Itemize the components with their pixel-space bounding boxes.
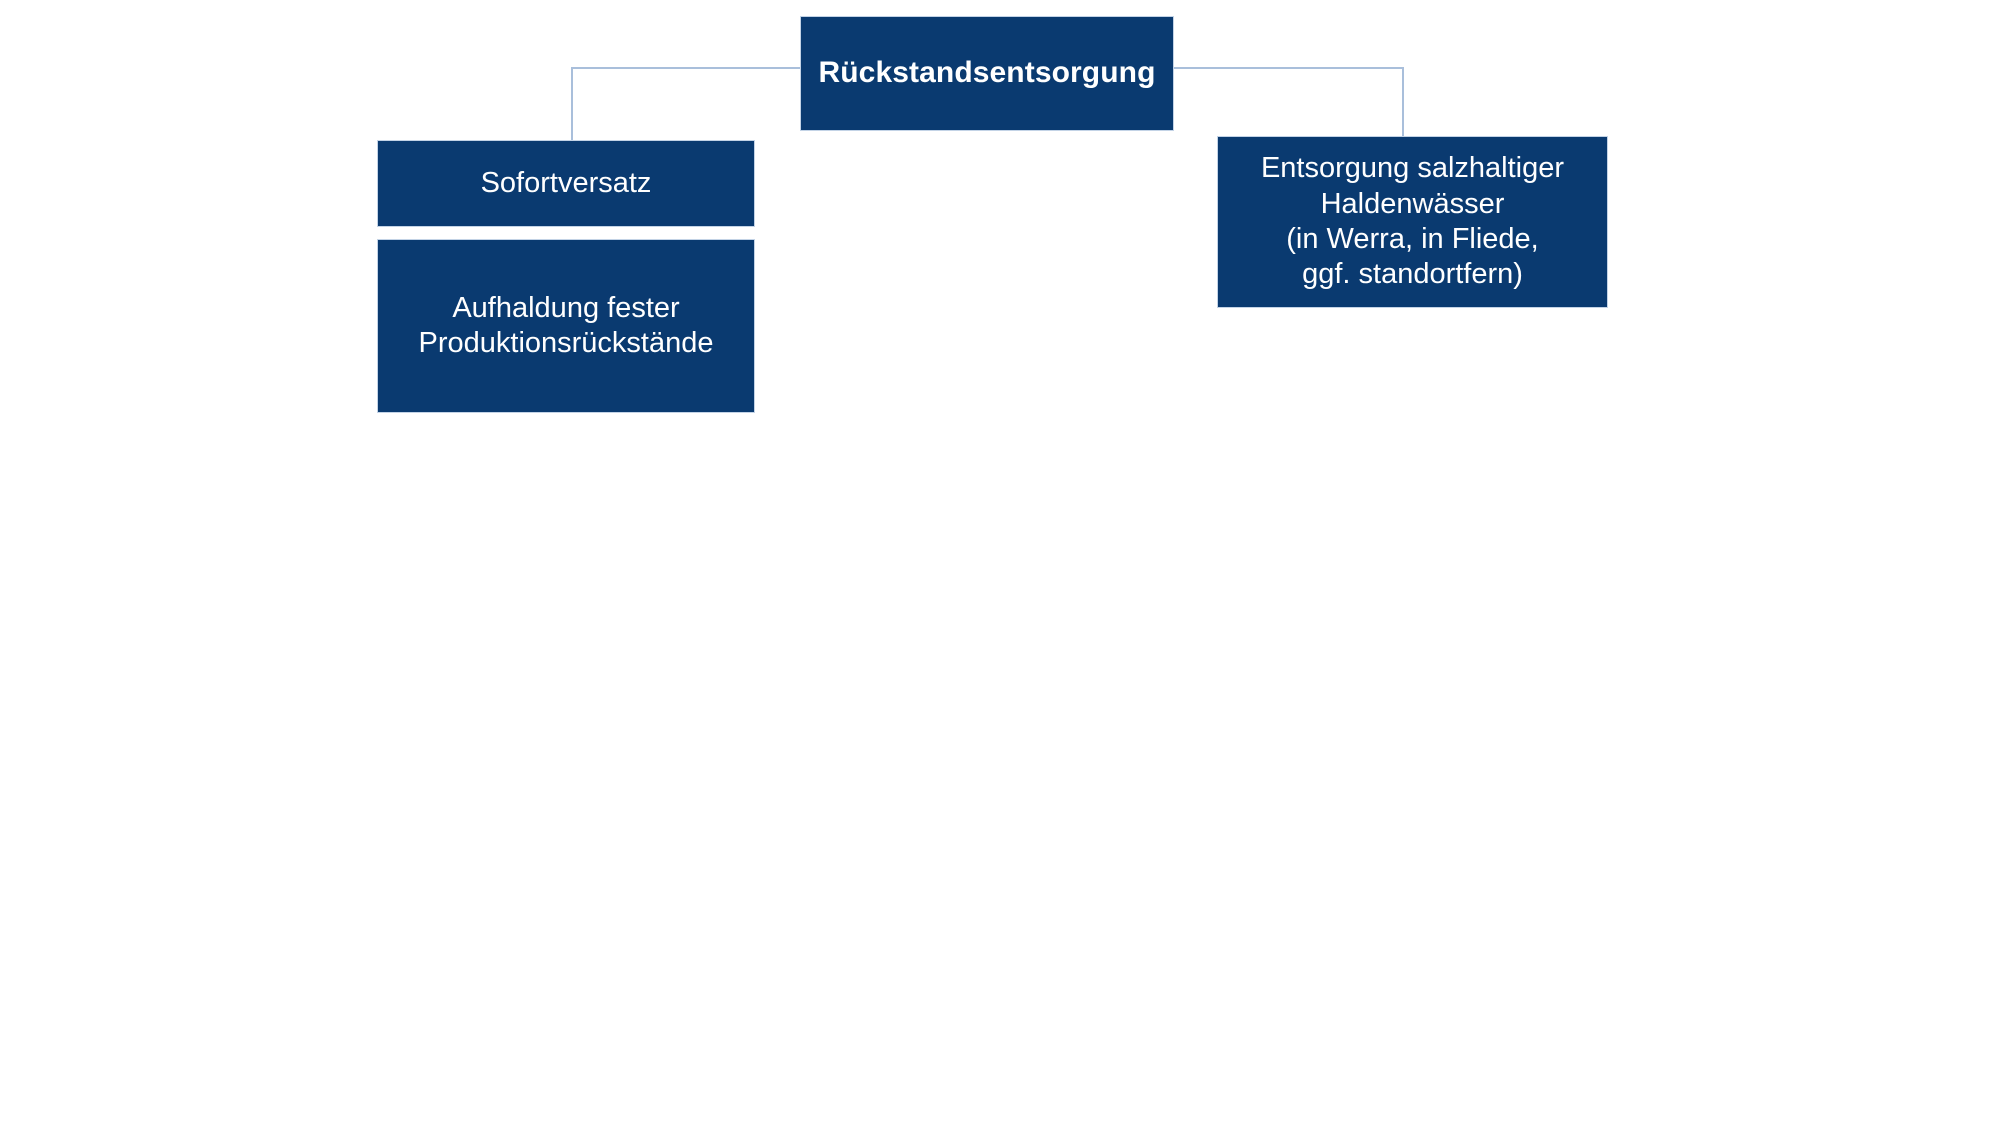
node-sofortversatz-label: Sofortversatz (480, 166, 652, 199)
node-aufhaldung-fester-produktionsrueckstaende[interactable]: Aufhaldung fester Produktionsrückstände (377, 239, 755, 413)
node-rueckstandsentsorgung-label: Rückstandsentsorgung (818, 56, 1156, 90)
connector-vertical-right-branch (1402, 67, 1404, 137)
node-aufhaldung-label: Aufhaldung fester Produktionsrückstände (418, 291, 714, 359)
node-haldenwaesser-label: Entsorgung salzhaltiger Haldenwässer (in… (1260, 152, 1565, 291)
node-sofortversatz[interactable]: Sofortversatz (377, 140, 755, 227)
node-rueckstandsentsorgung[interactable]: Rückstandsentsorgung (800, 16, 1174, 131)
node-entsorgung-salzhaltiger-haldenwaesser[interactable]: Entsorgung salzhaltiger Haldenwässer (in… (1217, 136, 1608, 308)
connector-vertical-left-branch (571, 67, 573, 141)
